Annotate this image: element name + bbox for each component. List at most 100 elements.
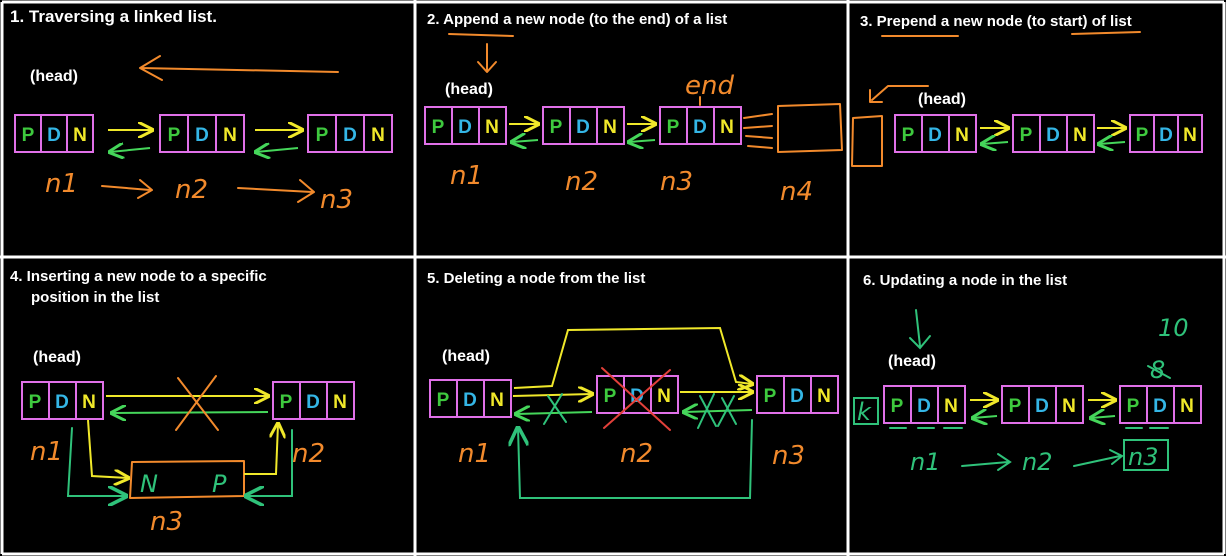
bypass-next-link bbox=[513, 326, 752, 388]
head-label: (head) bbox=[30, 68, 78, 85]
svg-text:N: N bbox=[720, 117, 734, 138]
head-label: (head) bbox=[918, 91, 966, 108]
svg-text:P: P bbox=[1127, 396, 1140, 417]
node-label: n1 bbox=[450, 161, 483, 191]
node-label: n3 bbox=[150, 507, 183, 537]
node-label: n1 bbox=[45, 169, 78, 199]
panel-title: 1. Traversing a linked list. bbox=[10, 7, 217, 26]
head-label: (head) bbox=[888, 353, 936, 370]
new-node-next: N bbox=[140, 470, 158, 498]
svg-text:D: D bbox=[693, 117, 707, 138]
prev-pointer bbox=[1091, 416, 1116, 418]
svg-text:N: N bbox=[490, 390, 504, 411]
svg-text:P: P bbox=[1136, 125, 1149, 146]
node-label: n2 bbox=[565, 167, 598, 197]
svg-text:D: D bbox=[195, 125, 209, 146]
prev-pointer bbox=[982, 142, 1009, 144]
bypass-prev-link bbox=[518, 419, 753, 499]
svg-text:N: N bbox=[73, 125, 87, 146]
new-node-box bbox=[777, 103, 843, 153]
svg-text:N: N bbox=[955, 125, 969, 146]
svg-text:D: D bbox=[928, 125, 942, 146]
svg-text:P: P bbox=[22, 125, 35, 146]
svg-text:N: N bbox=[944, 396, 958, 417]
panel-update: 6. Updating a node in the list (head) 10… bbox=[853, 272, 1202, 476]
insert-link bbox=[66, 427, 126, 496]
head-pointer-arrow bbox=[909, 309, 931, 350]
svg-text:N: N bbox=[657, 386, 671, 407]
panel-delete: 5. Deleting a node from the list (head) … bbox=[427, 270, 839, 499]
svg-text:D: D bbox=[1153, 396, 1167, 417]
title-underline bbox=[881, 31, 1141, 37]
svg-text:P: P bbox=[280, 392, 293, 413]
node-label: n1 bbox=[458, 439, 491, 469]
next-pointer bbox=[512, 394, 592, 396]
prev-pointer bbox=[512, 140, 539, 142]
head-label: (head) bbox=[33, 349, 81, 366]
node-label: n1 bbox=[910, 448, 940, 476]
removed-link-cross bbox=[175, 375, 219, 431]
insert-link bbox=[87, 419, 128, 478]
svg-text:D: D bbox=[1046, 125, 1060, 146]
svg-text:N: N bbox=[603, 117, 617, 138]
svg-text:D: D bbox=[1159, 125, 1173, 146]
side-mark-box bbox=[853, 397, 879, 425]
prev-pointer bbox=[1099, 142, 1126, 144]
svg-text:P: P bbox=[168, 125, 181, 146]
node-label: n3 bbox=[1128, 443, 1158, 471]
svg-text:P: P bbox=[550, 117, 563, 138]
svg-text:D: D bbox=[458, 117, 472, 138]
node-label: n3 bbox=[320, 185, 353, 215]
node-label: n2 bbox=[1022, 448, 1052, 476]
prev-pointer bbox=[256, 148, 299, 152]
panel-prepend: 3. Prepend a new node (to start) of list… bbox=[851, 13, 1203, 167]
traverse-arrow bbox=[237, 179, 315, 203]
svg-text:N: N bbox=[1180, 396, 1194, 417]
svg-text:D: D bbox=[343, 125, 357, 146]
node-label: n2 bbox=[175, 175, 208, 205]
side-mark: k bbox=[857, 398, 872, 426]
panel-append: 2. Append a new node (to the end) of a l… bbox=[424, 11, 843, 207]
svg-text:P: P bbox=[902, 125, 915, 146]
head-pointer-arrow bbox=[477, 43, 497, 73]
new-value: 10 bbox=[1158, 314, 1189, 342]
new-node-arrows bbox=[743, 113, 773, 149]
svg-text:D: D bbox=[790, 386, 804, 407]
svg-text:P: P bbox=[604, 386, 617, 407]
svg-text:N: N bbox=[817, 386, 831, 407]
prev-pointer bbox=[110, 148, 151, 152]
svg-text:P: P bbox=[1020, 125, 1033, 146]
svg-text:D: D bbox=[47, 125, 61, 146]
new-node-box bbox=[851, 115, 883, 167]
panel-title: 6. Updating a node in the list bbox=[863, 272, 1067, 289]
svg-text:P: P bbox=[891, 396, 904, 417]
svg-text:D: D bbox=[55, 392, 69, 413]
svg-text:N: N bbox=[1073, 125, 1087, 146]
end-label: end bbox=[685, 71, 734, 101]
svg-text:D: D bbox=[917, 396, 931, 417]
head-label: (head) bbox=[445, 81, 493, 98]
panel-title: 5. Deleting a node from the list bbox=[427, 270, 645, 287]
svg-text:D: D bbox=[1035, 396, 1049, 417]
traverse-arrow bbox=[1073, 449, 1124, 467]
panel-title: position in the list bbox=[31, 289, 159, 306]
target-node-label-box bbox=[1123, 439, 1169, 471]
